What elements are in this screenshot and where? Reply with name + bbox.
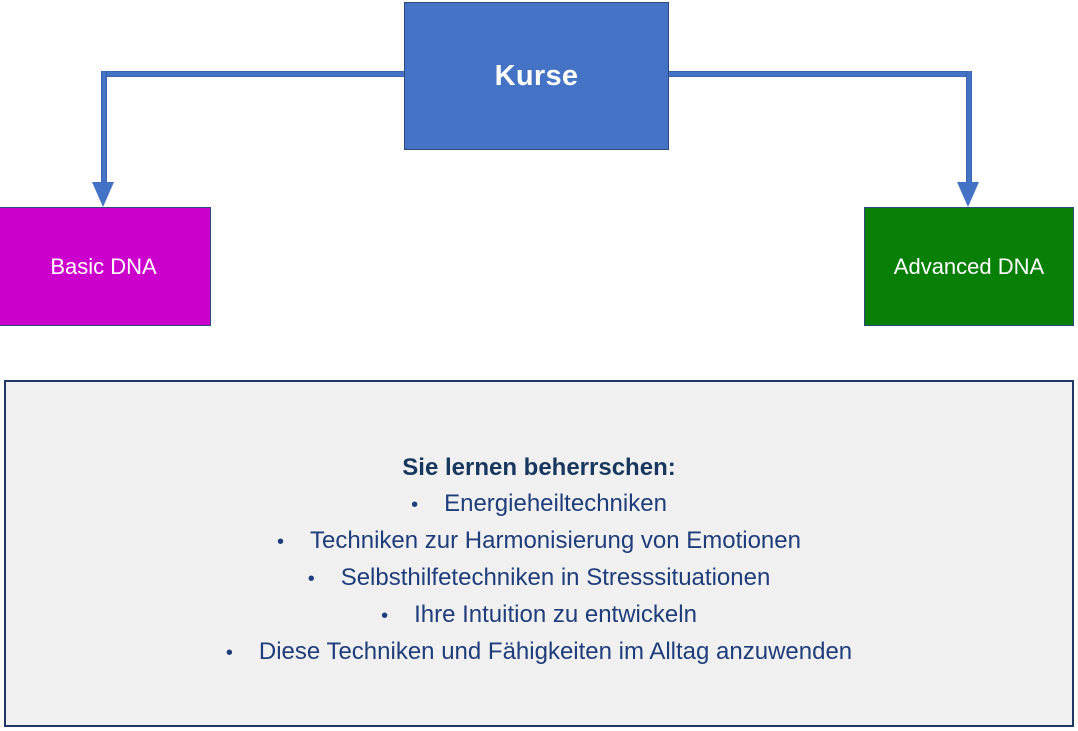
list-item: • Selbsthilfetechniken in Stresssituatio… bbox=[6, 560, 1072, 597]
list-item: • Energieheiltechniken bbox=[6, 486, 1072, 523]
list-item: • Diese Techniken und Fähigkeiten im All… bbox=[6, 634, 1072, 671]
node-basic-dna[interactable]: Basic DNA bbox=[0, 207, 211, 326]
node-kurse[interactable]: Kurse bbox=[404, 2, 669, 150]
details-panel-content: Sie lernen beherrschen: • Energieheiltec… bbox=[6, 450, 1072, 671]
node-basic-dna-label: Basic DNA bbox=[50, 253, 157, 279]
list-item-label: Diese Techniken und Fähigkeiten im Allta… bbox=[258, 638, 853, 665]
node-kurse-label: Kurse bbox=[494, 59, 579, 92]
details-panel: Sie lernen beherrschen: • Energieheiltec… bbox=[4, 380, 1074, 727]
details-panel-title: Sie lernen beherrschen: bbox=[402, 454, 676, 481]
list-item: • Techniken zur Harmonisierung von Emoti… bbox=[6, 523, 1072, 560]
bullet-dot-icon: • bbox=[381, 605, 389, 627]
connector-vertical-left bbox=[101, 71, 107, 185]
bullet-dot-icon: • bbox=[277, 531, 285, 553]
arrow-head-right-icon bbox=[957, 182, 979, 207]
bullet-dot-icon: • bbox=[411, 494, 419, 516]
node-advanced-dna-label: Advanced DNA bbox=[893, 253, 1045, 279]
bullet-dot-icon: • bbox=[307, 568, 315, 590]
list-item-label: Energieheiltechniken bbox=[444, 490, 667, 517]
list-item-label: Techniken zur Harmonisierung von Emotion… bbox=[310, 527, 801, 554]
list-item-label: Selbsthilfetechniken in Stresssituatione… bbox=[340, 564, 771, 591]
connector-vertical-right bbox=[966, 71, 972, 185]
list-item: • Ihre Intuition zu entwickeln bbox=[6, 597, 1072, 634]
node-advanced-dna[interactable]: Advanced DNA bbox=[864, 207, 1074, 326]
list-item-label: Ihre Intuition zu entwickeln bbox=[414, 601, 697, 628]
bullet-dot-icon: • bbox=[225, 642, 233, 664]
arrow-head-left-icon bbox=[92, 182, 114, 207]
